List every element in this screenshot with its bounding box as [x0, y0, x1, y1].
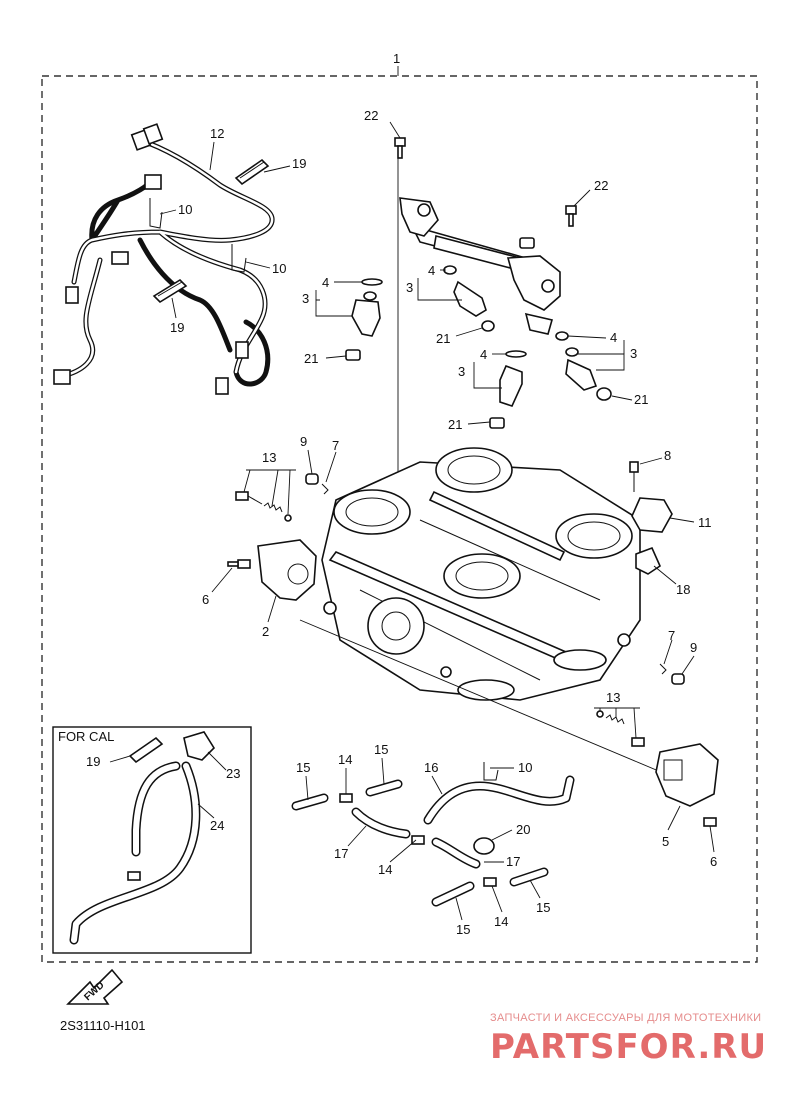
callout-9: 9: [300, 434, 307, 449]
hoses: [291, 762, 575, 907]
callout-19: 19: [292, 156, 306, 171]
fwd-arrow: FWD: [66, 968, 124, 1005]
callout-14: 14: [338, 752, 352, 767]
callout-15: 15: [296, 760, 310, 775]
for-cal-inset: FOR CAL: [52, 726, 252, 954]
throttle-sensor-5: [655, 743, 719, 827]
drawing-code: 2S31110-H101: [60, 1018, 146, 1033]
callout-3: 3: [458, 364, 465, 379]
callout-22: 22: [594, 178, 608, 193]
callout-1: 1: [393, 51, 400, 66]
callout-4: 4: [428, 263, 435, 278]
callout-8: 8: [664, 448, 671, 463]
callout-14: 14: [378, 862, 392, 877]
injector-right: [555, 331, 612, 401]
callout-24: 24: [210, 818, 224, 833]
callout-17: 17: [506, 854, 520, 869]
callout-2: 2: [262, 624, 269, 639]
cap-9-upper: [305, 473, 319, 485]
callout-11: 11: [698, 515, 712, 530]
callout-4: 4: [480, 347, 487, 362]
screw-spring-13-upper: [235, 491, 292, 522]
callout-19: 19: [86, 754, 100, 769]
callout-5: 5: [662, 834, 669, 849]
watermark-brand: PARTSFOR.RU: [490, 1027, 767, 1067]
callout-22: 22: [364, 108, 378, 123]
cap-9-lower: [671, 673, 685, 685]
callouts: 22 22 12 19 10 10 19 4 3 21 4 3 21: [86, 108, 717, 937]
injector-mid-top: [443, 265, 495, 332]
callout-13: 13: [606, 690, 620, 705]
callout-10: 10: [272, 261, 286, 276]
bracket-18: [635, 546, 662, 575]
callout-7: 7: [332, 438, 339, 453]
clip-7-lower: [659, 663, 667, 675]
callout-20: 20: [516, 822, 530, 837]
callout-15: 15: [374, 742, 388, 757]
callout-9: 9: [690, 640, 697, 655]
callout-18: 18: [676, 582, 690, 597]
callout-4: 4: [610, 330, 617, 345]
callout-21: 21: [436, 331, 450, 346]
callout-7: 7: [668, 628, 675, 643]
throttle-position-sensor-2: [227, 539, 317, 601]
callout-3: 3: [630, 346, 637, 361]
injector-left: [345, 278, 383, 361]
callout-16: 16: [424, 760, 438, 775]
callout-12: 12: [210, 126, 224, 141]
callout-3: 3: [406, 280, 413, 295]
inset-title: FOR CAL: [58, 729, 114, 744]
callout-13: 13: [262, 450, 276, 465]
callout-3: 3: [302, 291, 309, 306]
wire-harness: [53, 123, 275, 395]
injector-mid-bottom: [489, 350, 527, 429]
pressure-sensor-11: [629, 461, 673, 533]
callout-15: 15: [456, 922, 470, 937]
callout-10: 10: [518, 760, 532, 775]
assembly-boundary: 1: [41, 51, 758, 963]
watermark-tagline: ЗАПЧАСТИ И АКСЕССУАРЫ ДЛЯ МОТОТЕХНИКИ: [490, 1012, 761, 1024]
callout-4: 4: [322, 275, 329, 290]
callout-21: 21: [634, 392, 648, 407]
callout-21: 21: [304, 351, 318, 366]
fuel-rail-assembly: [399, 197, 561, 335]
callout-6: 6: [710, 854, 717, 869]
callout-21: 21: [448, 417, 462, 432]
harness-clips: [149, 158, 270, 304]
callout-14: 14: [494, 914, 508, 929]
callout-10: 10: [178, 202, 192, 217]
callout-6: 6: [202, 592, 209, 607]
callout-23: 23: [226, 766, 240, 781]
throttle-body: [321, 447, 641, 701]
watermark: ЗАПЧАСТИ И АКСЕССУАРЫ ДЛЯ МОТОТЕХНИКИ PA…: [490, 1012, 767, 1067]
clip-7-upper: [321, 483, 329, 495]
callout-15: 15: [536, 900, 550, 915]
callout-17: 17: [334, 846, 348, 861]
callout-19: 19: [170, 320, 184, 335]
screw-spring-13-lower: [596, 710, 645, 747]
